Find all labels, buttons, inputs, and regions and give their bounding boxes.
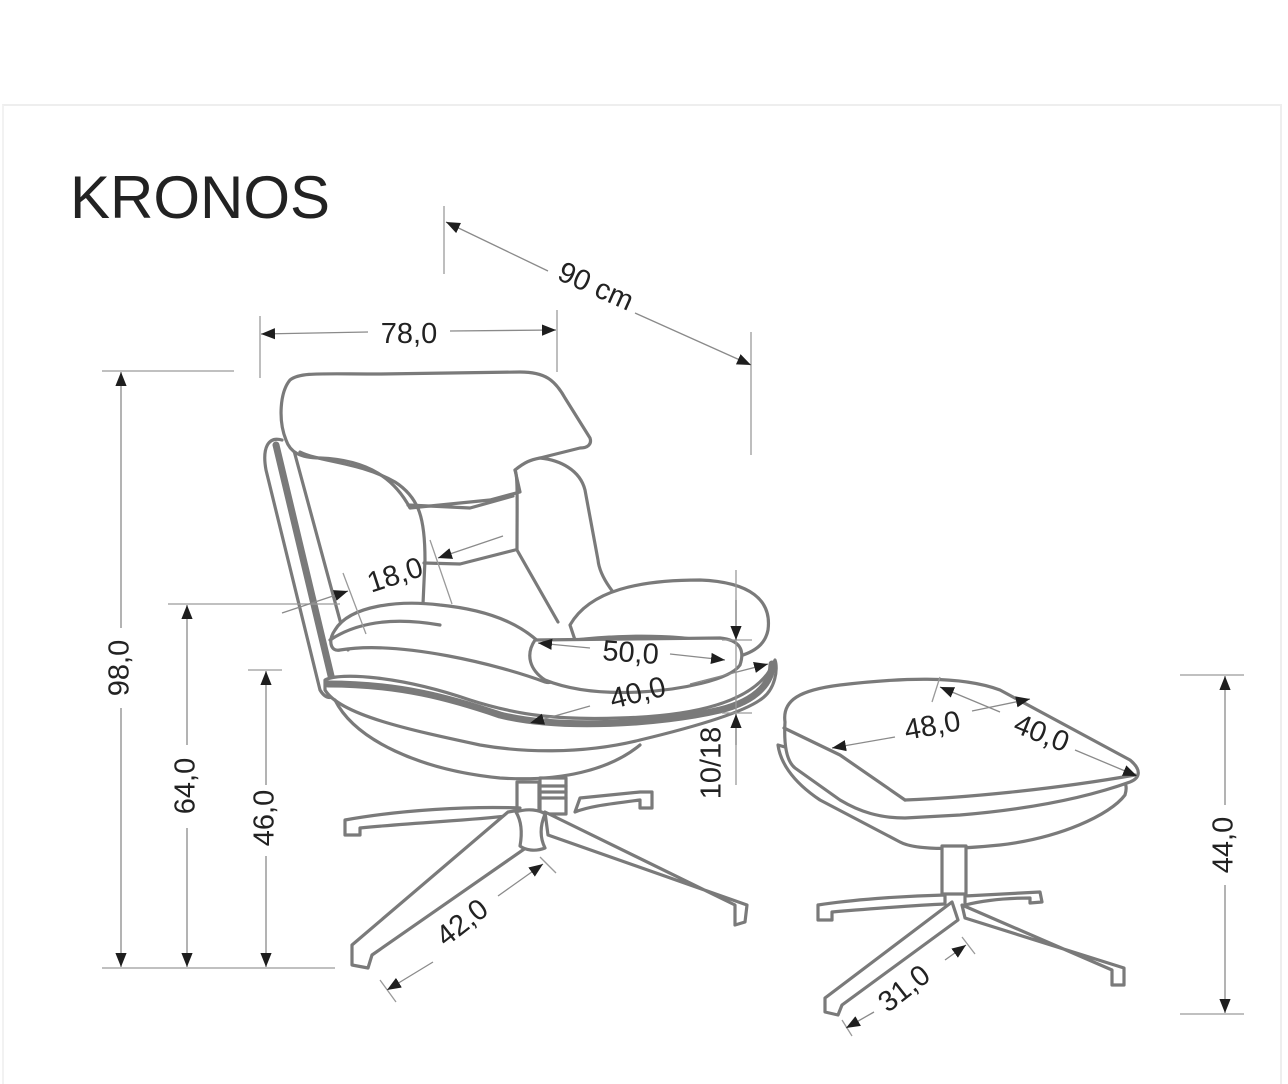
chair-height-label: 98,0 — [104, 640, 136, 696]
dimension-chair-width: 78,0 — [259, 310, 558, 378]
dimension-seat-height: 46,0 — [248, 669, 282, 967]
drawing-frame — [2, 104, 1282, 1084]
ottoman-illustration — [776, 677, 1140, 1017]
armrest-height-label: 64,0 — [170, 758, 202, 814]
product-title: KRONOS — [70, 164, 331, 231]
lounge-chair-illustration — [263, 370, 778, 970]
dimension-seat-width: 50,0 — [537, 635, 726, 671]
seat-height-label: 46,0 — [249, 790, 281, 846]
seat-thickness-label: 10/18 — [696, 727, 728, 800]
dimension-seat-thickness: 10/18 — [696, 570, 752, 799]
depth-total-label: 90 cm — [553, 256, 638, 317]
armrest-width-label: 18,0 — [363, 552, 427, 600]
dimension-armrest-height: 64,0 — [168, 603, 340, 967]
ottoman-height-label: 44,0 — [1208, 817, 1240, 873]
seat-width-label: 50,0 — [601, 635, 660, 671]
dimension-chair-height: 98,0 — [102, 370, 335, 969]
dimension-ottoman-height: 44,0 — [1180, 674, 1244, 1015]
chair-width-label: 78,0 — [381, 318, 437, 350]
